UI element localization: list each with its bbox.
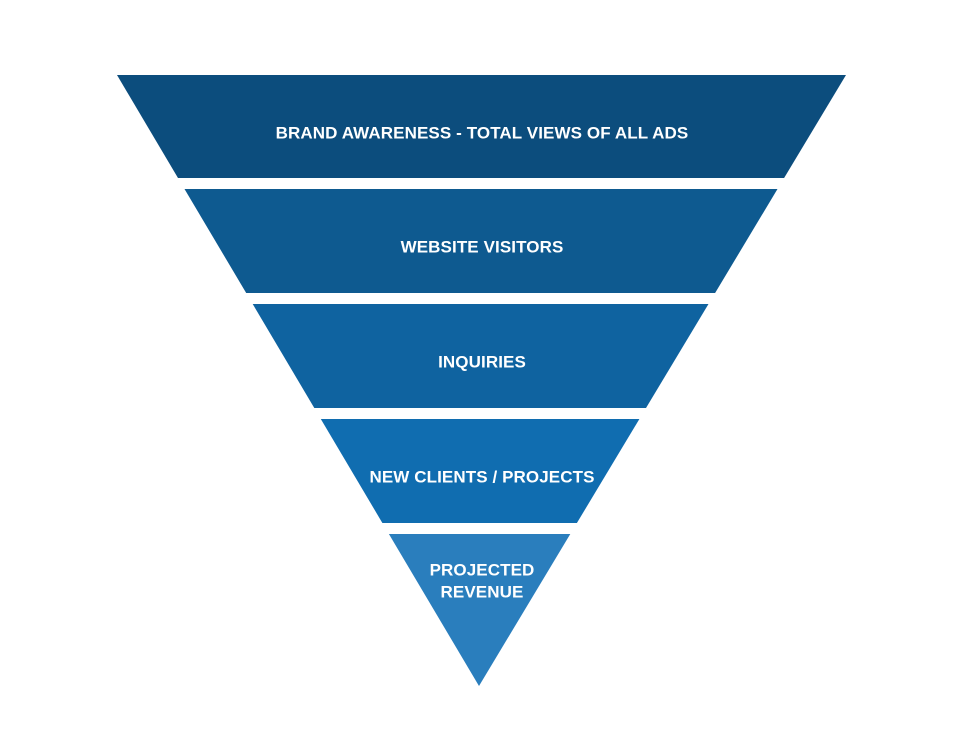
- funnel-segment-new-clients-projects: [320, 419, 640, 523]
- funnel-stage-projected-revenue: PROJECTED REVENUE: [388, 534, 571, 686]
- funnel-stage-website-visitors: WEBSITE VISITORS: [184, 189, 778, 293]
- funnel-stage-inquiries: INQUIRIES: [252, 304, 709, 408]
- funnel-stage-brand-awareness: BRAND AWARENESS - TOTAL VIEWS OF ALL ADS: [117, 75, 846, 178]
- funnel-stage-label: NEW CLIENTS / PROJECTS: [369, 467, 594, 486]
- funnel-stage-label: REVENUE: [441, 582, 524, 601]
- funnel-stage-label: PROJECTED: [430, 560, 535, 579]
- funnel-stage-label: INQUIRIES: [438, 352, 526, 371]
- funnel-segment-projected-revenue: [388, 534, 571, 686]
- funnel-stage-new-clients-projects: NEW CLIENTS / PROJECTS: [320, 419, 640, 523]
- funnel-segment-website-visitors: [184, 189, 778, 293]
- funnel-segment-inquiries: [252, 304, 709, 408]
- funnel-segment-brand-awareness: [117, 75, 846, 178]
- funnel-stage-label: BRAND AWARENESS - TOTAL VIEWS OF ALL ADS: [276, 123, 689, 142]
- funnel-stage-label: WEBSITE VISITORS: [401, 237, 564, 256]
